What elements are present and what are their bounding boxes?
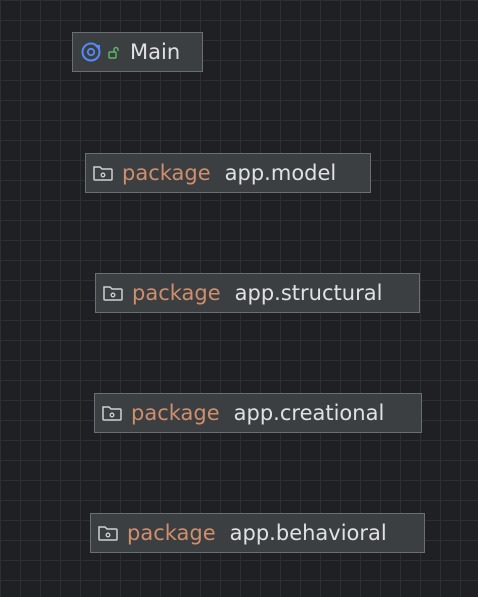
package-keyword: package [127,520,216,545]
package-keyword: package [122,160,211,185]
package-keyword: package [132,280,221,305]
package-name: app.structural [234,280,383,305]
folder-icon [97,524,119,542]
package-keyword: package [131,400,220,425]
package-node-behavioral[interactable]: package app.behavioral [90,513,425,553]
package-node-model[interactable]: package app.model [85,153,371,193]
package-name: app.model [224,160,337,185]
class-run-icon [80,41,102,63]
package-node-creational[interactable]: package app.creational [94,393,422,433]
folder-icon [101,404,123,422]
package-node-structural[interactable]: package app.structural [95,273,420,313]
public-lock-icon [108,46,120,59]
folder-icon [102,284,124,302]
package-name: app.behavioral [229,520,387,545]
main-class-label: Main [130,39,181,64]
package-name: app.creational [233,400,385,425]
folder-icon [92,164,114,182]
main-class-node[interactable]: Main [72,32,203,72]
